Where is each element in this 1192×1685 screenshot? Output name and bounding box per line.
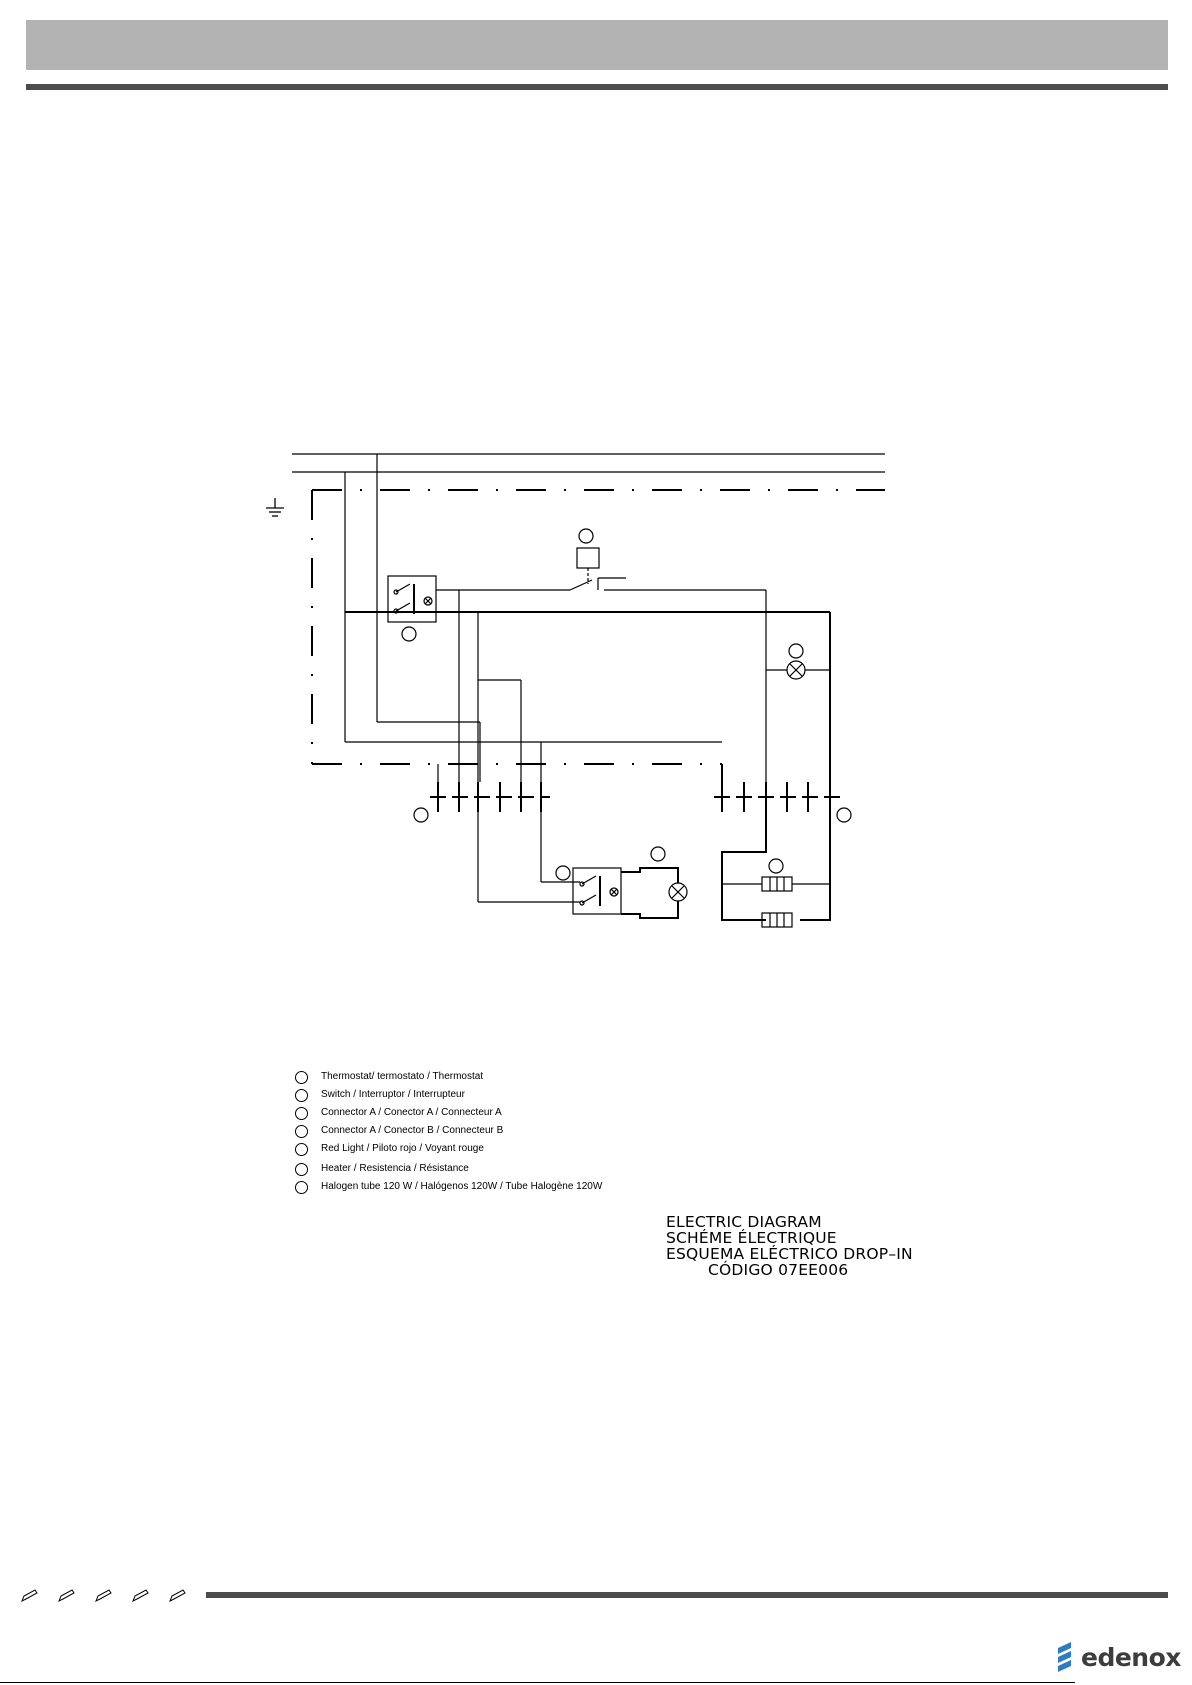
legend-circle-icon [295,1180,308,1194]
footer-rule [206,1592,1168,1598]
connector-b [714,782,840,812]
legend-item: Switch / Interruptor / Interrupteur [295,1086,715,1104]
header-band [26,20,1168,70]
brand-name: edenox [1081,1642,1181,1672]
edenox-logo-icon [1058,1642,1071,1672]
legend: Thermostat/ termostato / Thermostat Swit… [295,1068,715,1196]
ground-icon [266,498,284,517]
footer-icons [20,1587,205,1603]
pencil-icon [21,1589,38,1603]
legend-circle-icon [295,1142,308,1156]
brand-logo: edenox [1055,1640,1181,1674]
thermostat-box [576,547,600,569]
pencil-icon [169,1589,186,1603]
legend-label: Heater / Resistencia / Résistance [321,1163,469,1174]
legend-label: Halogen tube 120 W / Halógenos 120W / Tu… [321,1181,603,1192]
legend-item: Connector A / Conector B / Connecteur B [295,1122,715,1140]
connector-a [430,782,550,812]
legend-label: Red Light / Piloto rojo / Voyant rouge [321,1143,484,1154]
legend-circle-icon [295,1106,308,1120]
title-line: ESQUEMA ELÉCTRICO DROP–IN [666,1245,913,1263]
pencil-icon [58,1589,75,1603]
switch-box-lower [572,867,622,915]
legend-circle-icon [295,1088,308,1102]
title-line: SCHÉME ÉLECTRIQUE [666,1229,837,1247]
legend-circle-icon [295,1070,308,1084]
title-block: ELECTRIC DIAGRAM SCHÉME ÉLECTRIQUE ESQUE… [666,1214,913,1278]
legend-label: Thermostat/ termostato / Thermostat [321,1071,484,1082]
switch-box-upper [387,575,437,623]
legend-label: Connector A / Conector A / Connecteur A [321,1107,502,1118]
legend-circle-icon [295,1162,308,1176]
bottom-rule [0,1682,1075,1683]
legend-item: Connector A / Conector A / Connecteur A [295,1104,715,1122]
legend-item: Thermostat/ termostato / Thermostat [295,1068,715,1086]
legend-circle-icon [295,1124,308,1138]
legend-item: Heater / Resistencia / Résistance [295,1160,715,1178]
legend-item: Red Light / Piloto rojo / Voyant rouge [295,1140,715,1158]
electric-diagram [266,453,885,928]
pencil-icon [95,1589,112,1603]
pencil-icon [132,1589,149,1603]
legend-label: Switch / Interruptor / Interrupteur [321,1089,465,1100]
legend-item: Halogen tube 120 W / Halógenos 120W / Tu… [295,1178,715,1196]
legend-label: Connector A / Conector B / Connecteur B [321,1125,504,1136]
title-line: ELECTRIC DIAGRAM [666,1213,822,1231]
header-rule [26,84,1168,90]
title-code: CÓDIGO 07EE006 [708,1261,849,1279]
